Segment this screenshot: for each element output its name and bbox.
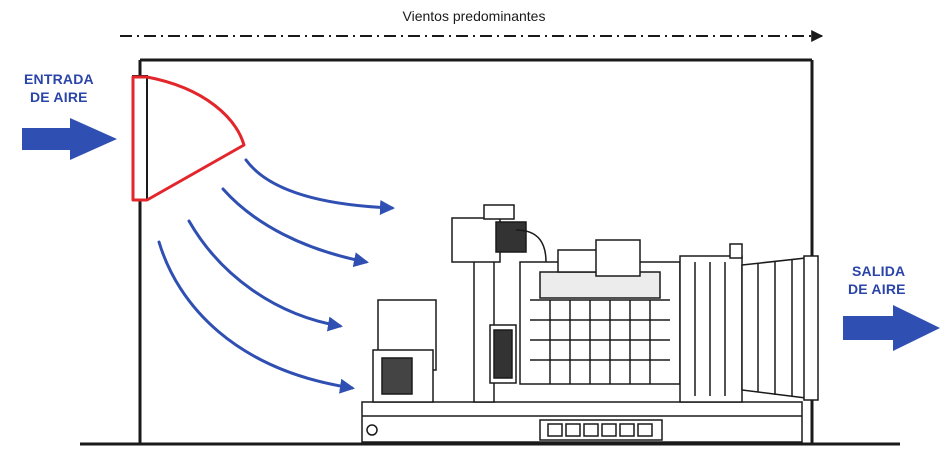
- air-inlet-label-line2: DE AIRE: [30, 89, 88, 105]
- air-outlet-label-line1: SALIDA: [852, 263, 906, 279]
- air-outlet-label: SALIDA DE AIRE: [848, 262, 906, 298]
- wind-direction-label: Vientos predominantes: [402, 8, 546, 24]
- outlet-arrow: [843, 305, 940, 351]
- generator-set: [361, 204, 819, 443]
- air-outlet-label-line2: DE AIRE: [848, 281, 906, 297]
- inlet-arrow: [22, 118, 117, 160]
- airflow-arrow: [187, 219, 343, 332]
- air-inlet-label: ENTRADA DE AIRE: [24, 70, 94, 106]
- airflow-arrows: [157, 158, 395, 394]
- inlet-louver: [132, 75, 148, 201]
- airflow-arrow: [244, 158, 395, 215]
- airflow-arrow: [221, 187, 369, 268]
- air-inlet-label-line1: ENTRADA: [24, 71, 94, 87]
- airflow-arrow: [157, 240, 355, 394]
- inlet-hood: [131, 75, 246, 202]
